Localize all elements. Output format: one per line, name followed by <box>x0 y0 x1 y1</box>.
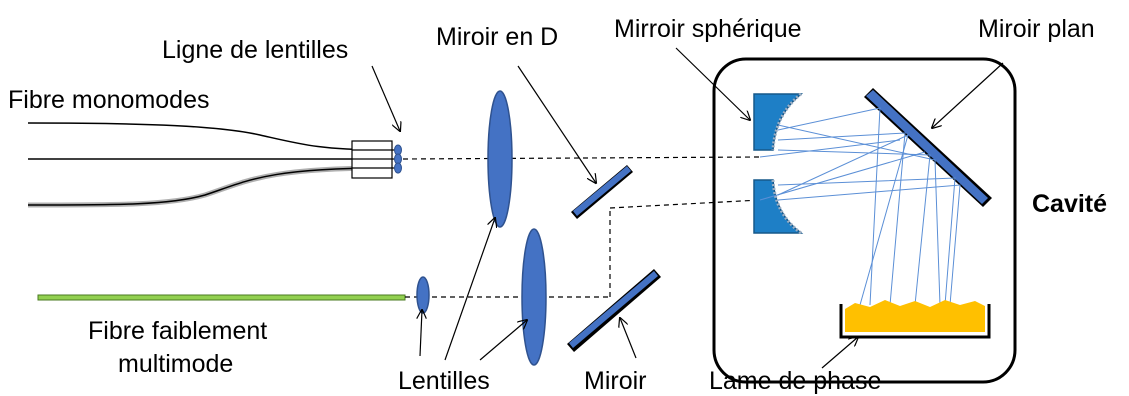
label-miroir: Miroir <box>584 367 647 395</box>
label-lentilles: Lentilles <box>398 367 490 395</box>
fiber-top <box>27 122 386 151</box>
arrow-lentilles-top <box>444 218 495 361</box>
d-mirror <box>571 165 633 219</box>
fiber-bottom <box>27 167 386 206</box>
arrow-miroir-plan <box>932 62 1004 128</box>
label-miroir-en-d: Miroir en D <box>436 23 558 51</box>
label-ligne-de-lentilles: Ligne de lentilles <box>162 36 348 64</box>
arrow-lame-de-phase <box>821 337 858 369</box>
cavity-enclosure <box>712 57 1017 384</box>
fiber-bottom-shadow <box>27 165 386 208</box>
arrow-lentilles-small <box>420 310 422 357</box>
arrow-miroir <box>620 318 637 359</box>
arrow-miroir-en-d <box>517 65 596 183</box>
phase-plate <box>839 300 991 339</box>
label-lame-de-phase: Lame de phase <box>709 367 881 395</box>
annotation-arrows <box>371 47 1004 369</box>
plane-mirror <box>864 88 992 207</box>
spherical-mirror <box>753 92 804 235</box>
beam-paths <box>402 156 761 298</box>
multimode-fiber <box>37 294 406 301</box>
label-fibre-monomodes: Fibre monomodes <box>8 86 209 114</box>
label-multimode: multimode <box>118 350 233 378</box>
lens-large-bottom <box>521 228 547 366</box>
arrow-ligne-de-lentilles <box>371 65 400 131</box>
single-mode-fibers <box>27 122 395 208</box>
label-mirroir-spherique: Mirroir sphérique <box>614 15 802 43</box>
lens-large-top <box>487 90 513 228</box>
label-cavite: Cavité <box>1032 190 1107 218</box>
label-miroir-plan: Miroir plan <box>978 15 1095 43</box>
lens-small <box>416 276 430 314</box>
label-fibre-faiblement: Fibre faiblement <box>88 317 267 345</box>
lens-array <box>394 144 402 174</box>
cavity-rays <box>759 107 961 306</box>
arrow-mirroir-spherique <box>675 47 750 120</box>
mirror <box>567 269 661 352</box>
arrow-lentilles-bottom <box>479 320 527 361</box>
